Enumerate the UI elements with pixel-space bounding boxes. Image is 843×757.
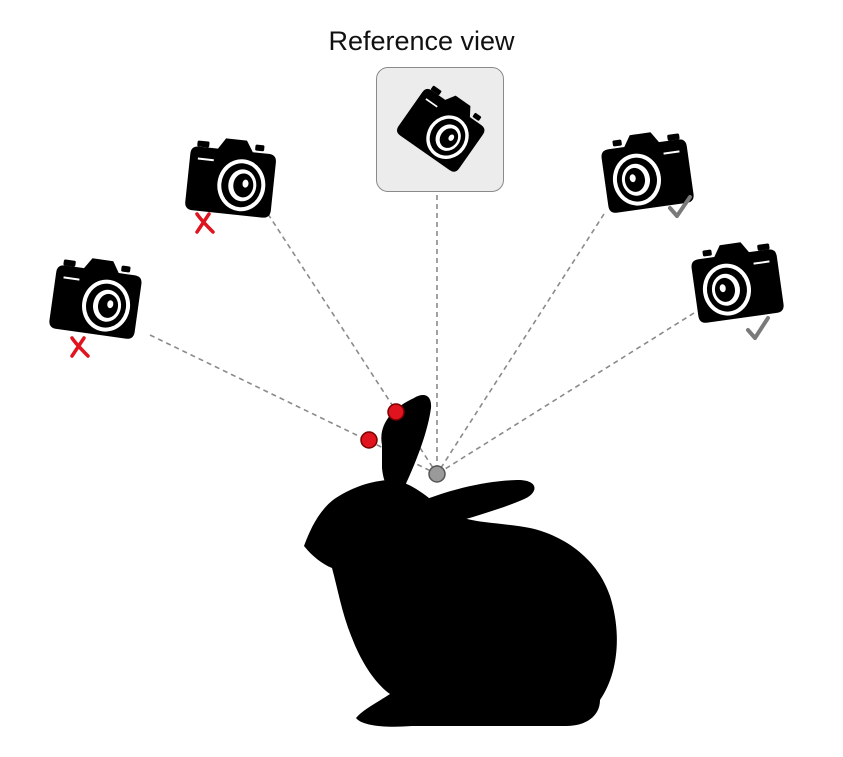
camera-icon: [598, 126, 696, 215]
surface-points: [360, 403, 446, 483]
camera-right: [598, 126, 696, 215]
camera-icon: [183, 133, 279, 220]
camera-reference: [393, 77, 494, 175]
target-point: [428, 465, 446, 483]
red-x-icon: [70, 336, 90, 358]
ray-far-right: [436, 312, 695, 475]
camera-left: [183, 133, 279, 220]
camera-icon: [47, 252, 145, 341]
check-icon: [746, 316, 770, 340]
ray-left: [267, 213, 438, 475]
rabbit-body: [304, 480, 617, 727]
camera-far-left: [47, 252, 145, 341]
reference-view-label: Reference view: [328, 26, 515, 56]
occluded-point-2: [387, 403, 405, 421]
ray-right: [436, 213, 605, 475]
camera-far-right: [688, 236, 786, 325]
camera-icon: [688, 236, 786, 325]
camera-icon: [393, 77, 494, 175]
red-x-icon: [195, 212, 215, 234]
occluded-point-1: [360, 431, 378, 449]
rabbit-silhouette: [304, 395, 617, 727]
check-icon: [668, 195, 692, 218]
